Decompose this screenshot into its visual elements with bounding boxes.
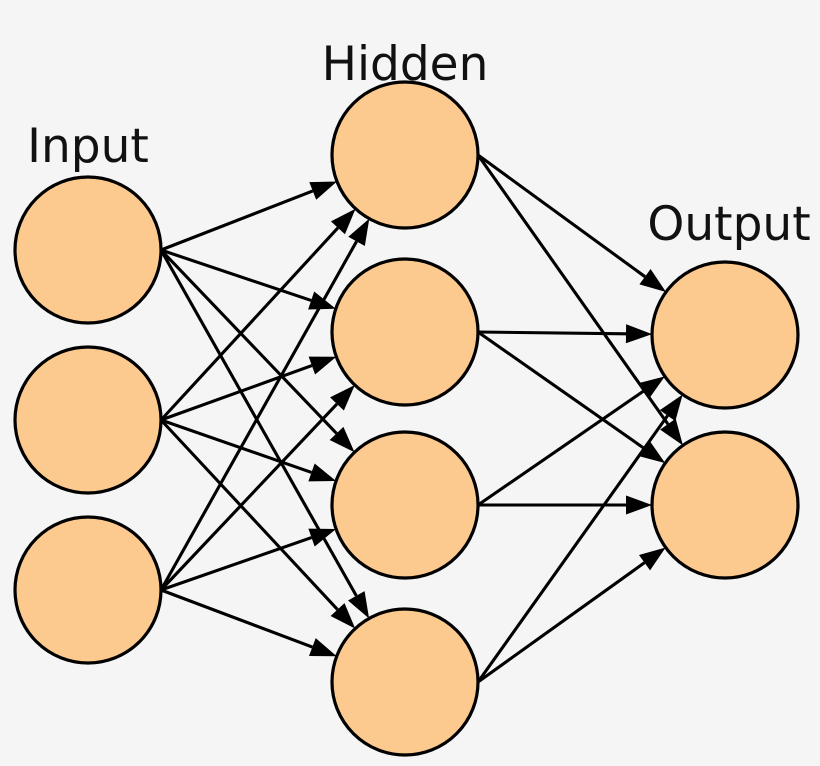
edge-line: [160, 536, 313, 592]
connection-edge: [159, 218, 370, 591]
arrowhead-icon: [330, 603, 356, 629]
neuron-node[interactable]: [330, 80, 480, 230]
edge-line: [477, 153, 646, 278]
connection-edge: [160, 356, 337, 422]
connection-edge: [477, 330, 666, 464]
connection-edge: [159, 385, 355, 592]
edge-line: [476, 414, 669, 683]
arrowhead-icon: [330, 208, 356, 235]
neuron-node[interactable]: [13, 175, 163, 325]
arrowhead-icon: [329, 426, 355, 453]
edge-line: [477, 330, 627, 336]
arrowhead-icon: [638, 376, 665, 399]
label-input: Input: [27, 119, 149, 174]
connection-edge: [160, 588, 337, 657]
label-output: Output: [647, 197, 810, 252]
arrowhead-icon: [308, 528, 337, 547]
arrowhead-icon: [308, 463, 337, 482]
arrowhead-icon: [348, 591, 370, 619]
connection-edge: [160, 528, 337, 592]
connection-edge: [159, 208, 356, 422]
connection-edge: [477, 376, 665, 507]
edge-line: [160, 189, 314, 252]
arrowhead-icon: [625, 324, 653, 344]
neuron-node[interactable]: [13, 345, 163, 495]
connection-edge: [478, 495, 652, 515]
connection-edge: [476, 394, 683, 683]
arrowhead-icon: [638, 547, 666, 571]
nodes-group: [13, 80, 800, 757]
connection-edge: [160, 181, 337, 252]
edge-line: [477, 330, 645, 450]
connection-edge: [160, 418, 337, 482]
neuron-node[interactable]: [650, 260, 800, 410]
arrowhead-icon: [330, 385, 355, 411]
neuron-node[interactable]: [650, 430, 800, 580]
connection-edge: [477, 153, 666, 293]
neuron-node[interactable]: [330, 430, 480, 580]
edge-line: [159, 248, 338, 435]
connection-edge: [477, 547, 666, 684]
arrowhead-icon: [309, 638, 337, 657]
edge-line: [159, 226, 340, 422]
arrowhead-icon: [348, 218, 370, 246]
arrowhead-icon: [660, 418, 683, 446]
arrowhead-icon: [639, 269, 666, 293]
edge-line: [160, 248, 312, 302]
edge-line: [159, 240, 358, 591]
arrowhead-icon: [308, 356, 337, 375]
edge-line: [477, 389, 645, 507]
edge-line: [159, 418, 339, 611]
connection-edge: [159, 418, 356, 629]
arrowhead-icon: [659, 394, 683, 422]
connection-edge: [477, 324, 653, 344]
edge-line: [160, 418, 313, 474]
edge-line: [160, 588, 313, 649]
neuron-node[interactable]: [13, 515, 163, 665]
neuron-node[interactable]: [330, 607, 480, 757]
connection-edge: [159, 248, 355, 453]
edge-line: [476, 154, 670, 426]
arrowhead-icon: [626, 495, 652, 515]
edges-group: [159, 153, 683, 684]
arrowhead-icon: [638, 440, 666, 464]
neuron-node[interactable]: [330, 257, 480, 407]
arrowhead-icon: [309, 181, 337, 200]
edge-line: [477, 561, 646, 684]
connection-edge: [476, 154, 683, 446]
edge-line: [159, 402, 339, 592]
label-hidden: Hidden: [322, 37, 489, 92]
edge-line: [160, 364, 313, 422]
